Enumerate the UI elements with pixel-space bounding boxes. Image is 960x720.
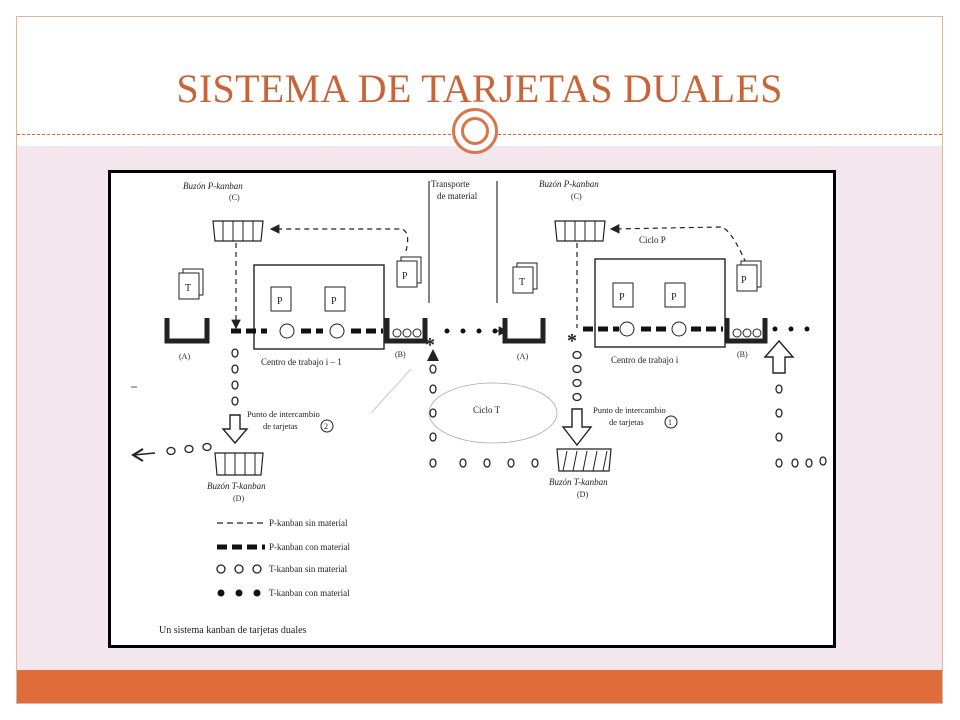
container-a-left: [164, 318, 210, 344]
punto-right-line2: de tarjetas: [609, 417, 644, 427]
buzon-t-left-label: Buzón T-kanban: [207, 481, 266, 491]
t-kanban-box-left: [214, 452, 264, 476]
container-a-left-label: (A): [179, 352, 190, 361]
legend-label-3: T-kanban con material: [269, 588, 350, 598]
buzon-p-left-label: Buzón P-kanban: [183, 181, 243, 191]
svg-text:P: P: [741, 275, 747, 286]
svg-text:P: P: [619, 292, 625, 303]
up-arrow-small-icon: [427, 349, 439, 361]
footer-bar: [17, 670, 942, 703]
legend: P-kanban sin material P-kanban con mater…: [216, 518, 350, 598]
p-kanban-box-left: [212, 220, 264, 242]
work-center-right: P P: [594, 258, 726, 348]
container-b-left-label: (B): [395, 350, 406, 359]
svg-text:P: P: [671, 292, 677, 303]
down-arrow-left-icon: [221, 414, 249, 445]
p-cycle-path-right: [609, 224, 747, 264]
buzon-p-right-label: Buzón P-kanban: [539, 179, 599, 189]
p-card-stack-left: P: [396, 256, 422, 288]
t-card-stack-left: T: [178, 268, 204, 300]
buzon-t-right-label: Buzón T-kanban: [549, 477, 608, 487]
kanban-diagram: Buzón P-kanban (C) Transporte de materia…: [108, 170, 836, 648]
exchange-star-left-icon: *: [425, 334, 435, 356]
ciclo-t-ellipse: [428, 382, 558, 444]
container-b-left: [384, 318, 428, 344]
ring-ornament-icon: [452, 108, 498, 154]
down-arrow-right-icon: [561, 408, 593, 447]
t-kanban-box-right: [556, 448, 612, 472]
slide-title: SISTEMA DE TARJETAS DUALES: [176, 66, 783, 111]
svg-text:P: P: [402, 271, 408, 282]
svg-text:P: P: [277, 296, 283, 307]
t-card-stack-right: T: [512, 262, 538, 294]
legend-label-1: P-kanban con material: [269, 542, 350, 552]
work-center-left: P P: [253, 264, 385, 350]
container-b-right-label: (B): [737, 350, 748, 359]
p-cycle-path-left: [269, 224, 409, 252]
ciclo-t-label: Ciclo T: [473, 405, 501, 415]
svg-text:P: P: [331, 296, 337, 307]
legend-swatch-open-circles: [216, 564, 262, 574]
transporte-label-2: de material: [437, 191, 478, 201]
ciclo-p-label: Ciclo P: [639, 235, 666, 245]
transporte-label: Transporte: [431, 179, 470, 189]
p-kanban-box-right: [554, 220, 606, 242]
buzon-t-right-tag: (D): [577, 490, 588, 499]
punto-left-num: 2: [324, 422, 328, 431]
diagram-caption: Un sistema kanban de tarjetas duales: [159, 625, 307, 636]
centro-right-label: Centro de trabajo i: [611, 355, 679, 365]
container-a-right: [502, 318, 546, 344]
slide-frame: [16, 16, 943, 704]
legend-swatch-filled-dots: [217, 589, 261, 597]
container-a-right-label: (A): [517, 352, 528, 361]
buzon-p-right-tag: (C): [571, 192, 582, 201]
exchange-star-right-icon: *: [567, 330, 577, 352]
punto-right-line1: Punto de intercambio: [593, 405, 666, 415]
legend-label-0: P-kanban sin material: [269, 518, 348, 528]
punto-left-line2: de tarjetas: [263, 421, 298, 431]
svg-text:T: T: [519, 277, 525, 288]
buzon-p-left-tag: (C): [229, 193, 240, 202]
buzon-t-left-tag: (D): [233, 494, 244, 503]
svg-text:T: T: [185, 283, 191, 294]
punto-right-num: 1: [668, 418, 672, 427]
kanban-diagram-svg: Buzón P-kanban (C) Transporte de materia…: [131, 179, 827, 636]
p-card-stack-right: P: [736, 260, 762, 292]
up-arrow-right-icon: [763, 339, 795, 374]
container-b-right: [724, 318, 768, 344]
centro-left-label: Centro de trabajo i – 1: [261, 357, 342, 367]
legend-label-2: T-kanban sin material: [269, 564, 348, 574]
t-kanban-open-circles: [166, 348, 827, 468]
punto-left-line1: Punto de intercambio: [247, 409, 320, 419]
